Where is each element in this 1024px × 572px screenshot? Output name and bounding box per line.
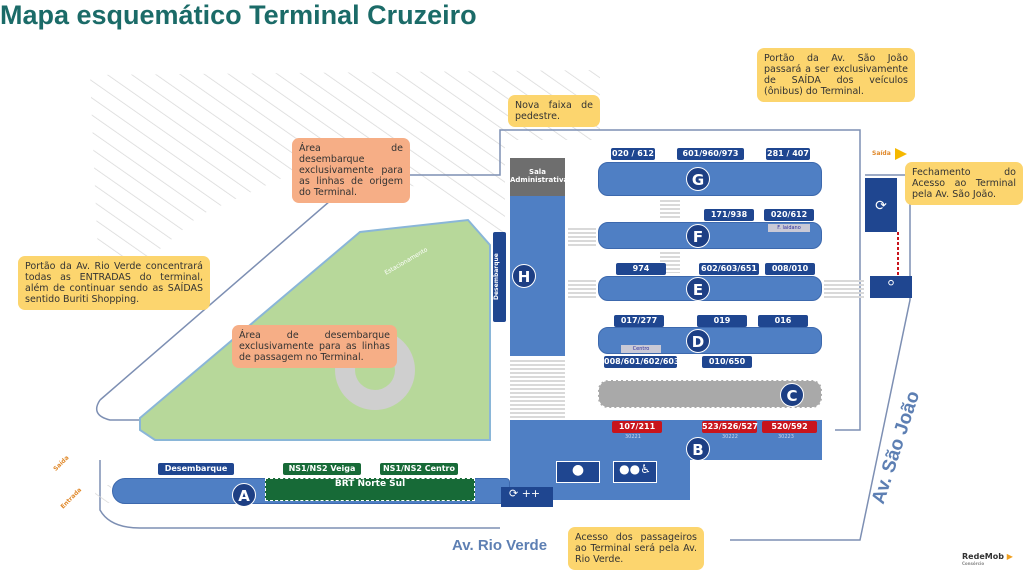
stop-code: 30223: [778, 434, 794, 440]
platform-f-letter: F: [686, 224, 710, 248]
hatched-area: [90, 70, 600, 300]
route-tag: 602/603/651: [699, 263, 759, 275]
exit-label: Saída: [872, 150, 891, 157]
corridor-label: Corredor: [285, 507, 307, 513]
restroom-icon: ●: [556, 461, 600, 483]
route-tag: 520/592: [762, 421, 817, 433]
route-tag: 020 / 612: [611, 148, 655, 160]
stop-label: Centro: [621, 345, 661, 353]
callout-closure: Fechamento do Acesso ao Terminal pela Av…: [905, 162, 1023, 205]
exit-arrow-icon: [895, 148, 907, 160]
route-tag: 010/650: [702, 356, 752, 368]
route-tag: 107/211: [612, 421, 662, 433]
brt-label: BRT Norte Sul: [334, 479, 406, 489]
brt-platform: BRT Norte Sul: [265, 478, 475, 501]
route-tag: 008/601/602/603: [604, 356, 680, 368]
platform-g-letter: G: [686, 167, 710, 191]
route-tag: 523/526/527: [702, 421, 758, 433]
route-tag: 974: [616, 263, 666, 275]
callout-passing-unloading: Área de desembarque exclusivamente para …: [232, 325, 397, 368]
callout-rio-verde-gate: Portão da Av. Rio Verde concentrará toda…: [18, 256, 210, 310]
platform-b-letter: B: [686, 437, 710, 461]
turnstile-icon: ⟳: [865, 178, 897, 232]
platform-e-letter: E: [686, 277, 710, 301]
platform-d-letter: D: [686, 329, 710, 353]
route-tag: Desembarque: [158, 463, 234, 475]
stop-label: F. laidano: [768, 224, 810, 232]
crosswalk: [568, 227, 596, 247]
route-tag: NS1/NS2 Centro: [380, 463, 458, 475]
road-outline: [95, 129, 911, 541]
platform-h-unloading: Desembarque: [493, 232, 506, 322]
stop-code: 30221: [625, 434, 641, 440]
platform-g: [598, 162, 822, 196]
turnstile-access-icon: ⟳ ++: [501, 487, 553, 507]
route-tag: 016: [758, 315, 808, 327]
callout-crosswalk: Nova faixa de pedestre.: [508, 95, 600, 127]
platform-e: [598, 276, 822, 301]
platform-c-letter: C: [780, 383, 804, 407]
corridor-label: Corredor: [418, 507, 440, 513]
route-tag: NS1/NS2 Veiga: [283, 463, 361, 475]
route-tag: 008/010: [765, 263, 815, 275]
route-tag: 020/612: [764, 209, 814, 221]
callout-origin-unloading: Área de desembarque exclusivamente para …: [292, 138, 410, 203]
stop-code: 30222: [722, 434, 738, 440]
platform-a-letter: A: [232, 483, 256, 507]
route-tag: 601/960/973: [677, 148, 744, 160]
callout-passenger-access: Acesso dos passageiros ao Terminal será …: [568, 527, 704, 570]
admin-room: Sala Administrativa: [510, 158, 568, 196]
page-title: Mapa esquemático Terminal Cruzeiro: [0, 0, 477, 30]
accessible-restroom-icon: ●●♿: [613, 461, 657, 483]
bicycle-icon: ⚪: [870, 276, 912, 298]
platform-h-letter: H: [512, 264, 536, 288]
street-rio-verde: Av. Rio Verde: [452, 537, 548, 554]
route-tag: 019: [697, 315, 747, 327]
callout-sao-joao-gate: Portão da Av. São João passará a ser exc…: [757, 48, 915, 102]
route-tag: 171/938: [704, 209, 754, 221]
logo: RedeMob ▶Consórcio: [962, 552, 1013, 566]
route-tag: 017/277: [614, 315, 664, 327]
route-tag: 281 / 407: [766, 148, 810, 160]
